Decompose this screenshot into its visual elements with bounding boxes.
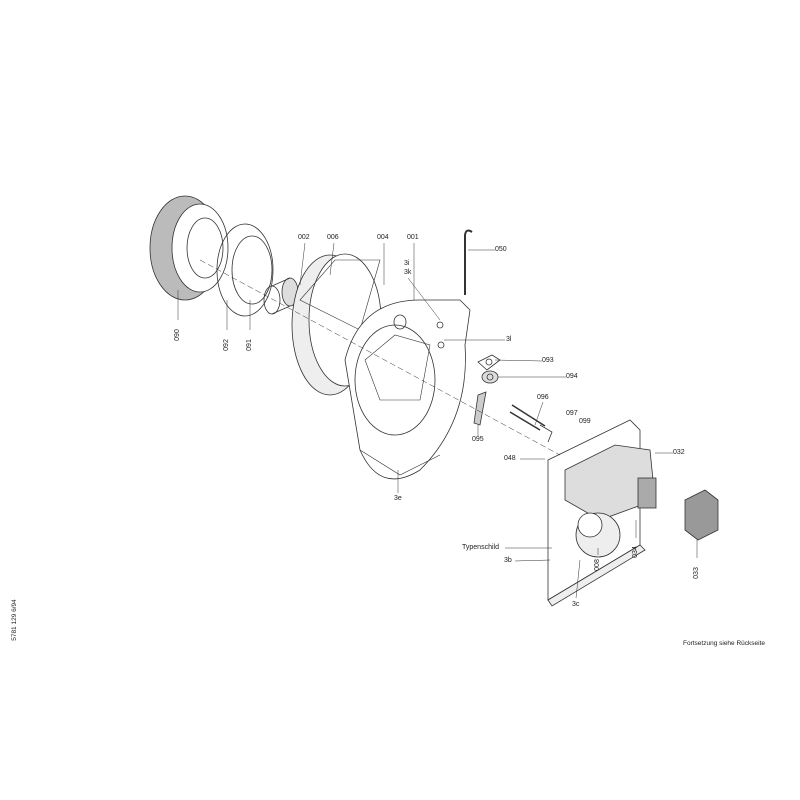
part-label-091: 091 [245,339,253,351]
part-label-034: 034 [631,546,639,558]
part-label-094: 094 [566,373,578,380]
part-label-090: 090 [173,329,181,341]
centre-axis [199,259,561,456]
part-label-3i: 3i [404,260,410,267]
gasket-093 [477,354,501,371]
part-label-006: 006 [327,234,339,241]
part-label-050: 050 [495,246,507,253]
part-label-002: 002 [298,234,310,241]
part-label-008: 008 [593,559,601,571]
part-label-099: 099 [579,418,591,425]
part-label-093: 093 [542,357,554,364]
part-label-typenschild: Typenschild [462,544,499,551]
part-label-3b: 3b [504,557,512,564]
document-number: 5781 129 6/94 [10,599,18,641]
part-label-096: 096 [537,394,549,401]
part-label-097: 097 [566,410,578,417]
ignition-electrodes-096 [509,404,553,443]
housing-001 [344,299,471,480]
electrode-holder-095 [473,391,487,426]
flange-ring-092 [216,223,274,317]
tube-002 [263,277,299,315]
part-label-3k: 3k [404,269,412,276]
part-label-033: 033 [692,567,700,579]
part-label-004: 004 [377,234,389,241]
part-label-092: 092 [222,339,230,351]
part-label-032: 032 [673,449,685,456]
ignition-transformer-032 [564,444,657,521]
hex-key-050 [464,229,473,295]
leader-lines [177,242,698,599]
motor-008 [575,512,621,558]
cover-033 [684,489,719,541]
air-intake-cone-090 [149,195,229,301]
flange-094 [481,370,499,384]
part-label-3l: 3l [506,336,512,343]
part-label-3e: 3e [394,495,402,502]
part-label-048: 048 [504,455,516,462]
continuation-note: Fortsetzung siehe Rückseite [683,640,766,647]
part-label-3c: 3c [572,601,580,608]
part-label-095: 095 [472,436,484,443]
part-label-001: 001 [407,234,419,241]
